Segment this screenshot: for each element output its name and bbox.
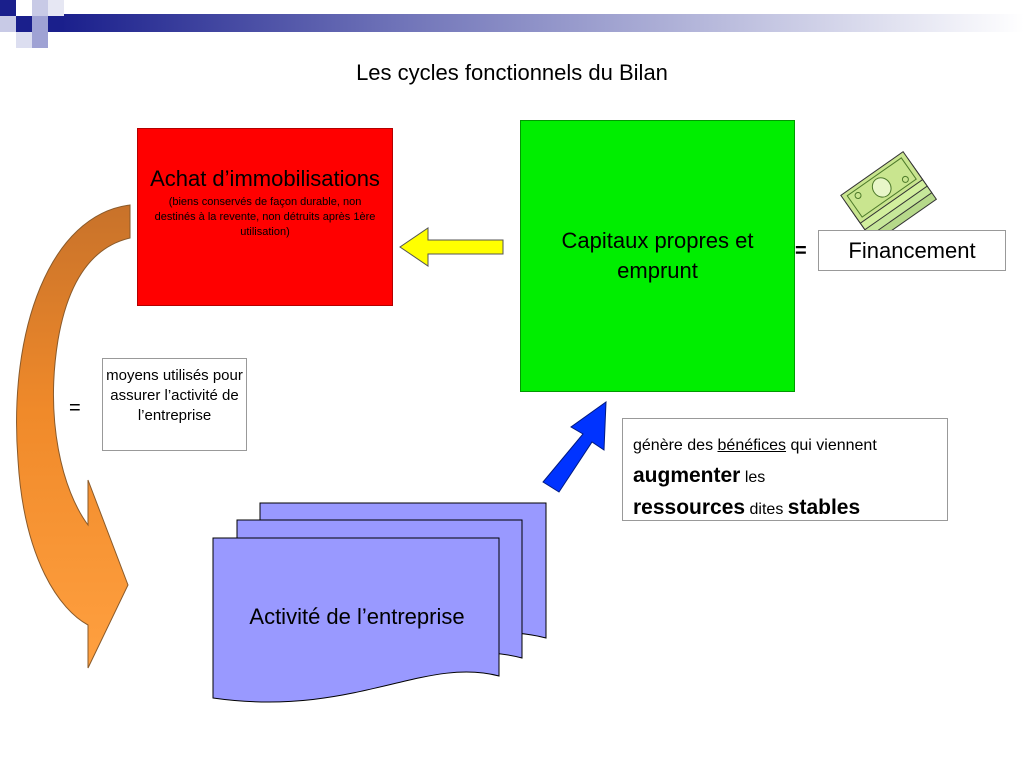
financement-box: Financement: [818, 230, 1006, 271]
capitaux-label: Capitaux propres et emprunt: [561, 228, 754, 283]
moyens-box: moyens utilisés pour assurer l’activité …: [102, 358, 247, 451]
genere-text-les: les: [744, 469, 766, 486]
header-decoration: [0, 0, 1024, 48]
genere-text-augmenter: augmenter: [633, 464, 741, 487]
moyens-equals: =: [69, 397, 81, 419]
genere-text-dites: dites: [749, 501, 784, 518]
genere-text-ressources: ressources: [633, 496, 746, 519]
activite-label: Activité de l’entreprise: [249, 604, 465, 629]
financement-label: Financement: [848, 237, 976, 263]
genere-text-benefices: bénéfices: [717, 437, 787, 454]
genere-text-stables: stables: [787, 496, 861, 519]
slide-title: Les cycles fonctionnels du Bilan: [356, 60, 668, 85]
genere-text-1: génère des: [633, 437, 714, 454]
genere-box: génère des bénéfices qui viennent augmen…: [622, 418, 948, 521]
genere-text-3: qui viennent: [790, 437, 877, 454]
achat-title: Achat d’immobilisations: [150, 166, 380, 191]
moyens-label: moyens utilisés pour assurer l’activité …: [106, 367, 243, 424]
capitaux-box: Capitaux propres et emprunt: [520, 120, 795, 392]
financement-equals: =: [795, 240, 807, 262]
achat-box: Achat d’immobilisations (biens conservés…: [137, 128, 393, 306]
achat-subtitle: (biens conservés de façon durable, non d…: [154, 196, 376, 238]
